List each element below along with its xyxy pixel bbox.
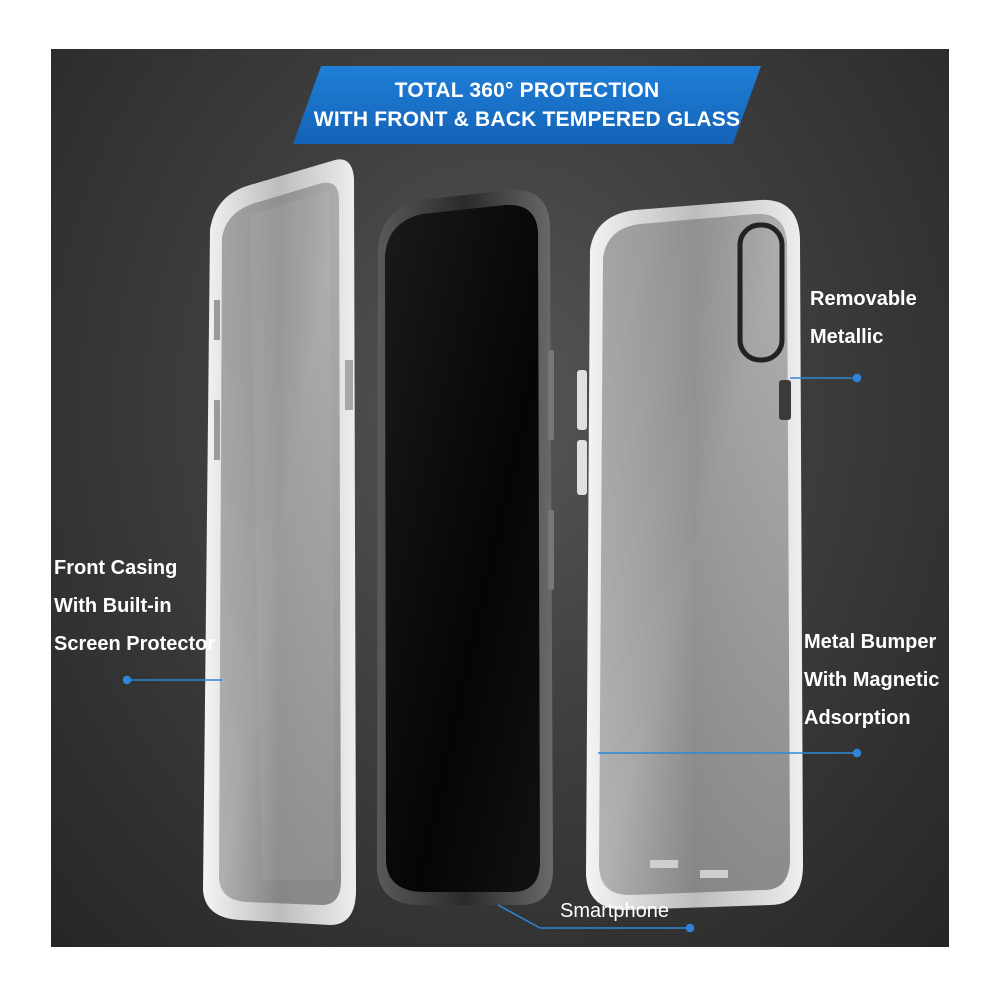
- metal-bumper-label-line-2: With Magnetic: [804, 669, 940, 691]
- banner-line-1: TOTAL 360° PROTECTION: [394, 79, 660, 102]
- promo-banner: TOTAL 360° PROTECTION WITH FRONT & BACK …: [293, 66, 761, 144]
- front-casing-label-line-1: Front Casing: [54, 557, 178, 579]
- metal-bumper-label: Metal Bumper With Magnetic Adsorption: [804, 623, 939, 737]
- banner-text: TOTAL 360° PROTECTION WITH FRONT & BACK …: [293, 66, 761, 144]
- banner-background: [293, 66, 761, 144]
- front-casing-label: Front Casing With Built-in Screen Protec…: [54, 549, 215, 663]
- removable-label-line-1: Removable: [810, 288, 917, 310]
- front-casing-label-line-2: With Built-in: [54, 595, 172, 617]
- removable-label: Removable Metallic: [810, 280, 917, 356]
- smartphone-label: Smartphone: [560, 900, 669, 922]
- front-casing-label-line-3: Screen Protector: [54, 633, 216, 655]
- metal-bumper-label-line-3: Adsorption: [804, 707, 911, 729]
- metal-bumper: [577, 199, 803, 910]
- callout-lines: [122, 373, 862, 933]
- removable-label-line-2: Metallic: [810, 326, 884, 348]
- front-casing: [203, 159, 356, 925]
- banner-line-2: WITH FRONT & BACK TEMPERED GLASS: [313, 108, 741, 131]
- metal-bumper-label-line-1: Metal Bumper: [804, 631, 937, 653]
- smartphone-illustration: [377, 189, 554, 905]
